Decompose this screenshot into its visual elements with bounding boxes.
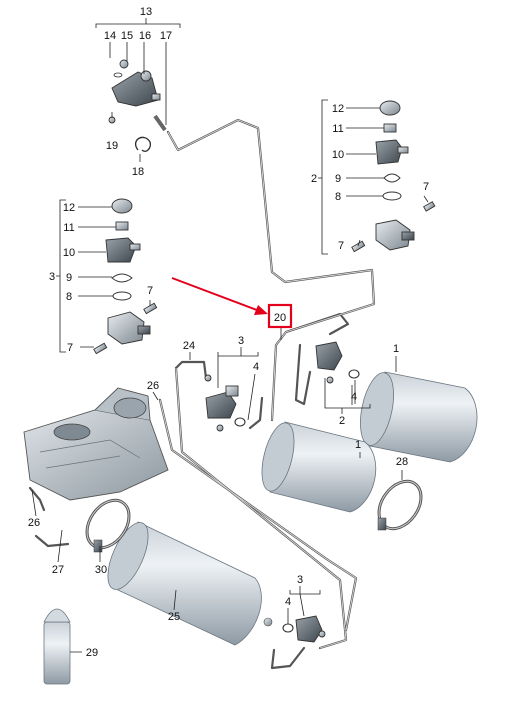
- callout-30: 30: [95, 564, 107, 576]
- callout-19: 19: [106, 140, 118, 152]
- callout-2-middle: 2: [339, 415, 345, 427]
- highlight-arrow: [171, 277, 268, 315]
- callout-17: 17: [160, 30, 172, 42]
- callout-20: 20: [274, 312, 286, 324]
- callout-15: 15: [121, 30, 133, 42]
- callout-3-left: 3: [49, 271, 55, 283]
- callout-16: 16: [139, 30, 151, 42]
- callout-1-lower: 1: [355, 439, 361, 451]
- callout-13: 13: [140, 6, 152, 18]
- callout-26-upper: 26: [147, 380, 159, 392]
- callout-27: 27: [52, 564, 64, 576]
- callout-4-middle: 4: [253, 361, 259, 373]
- callout-labels: 13 14 15 16 17 19 18 12 11 10 9 8 2 7 7 …: [28, 6, 429, 659]
- callout-3-bottom: 3: [297, 574, 303, 586]
- valve-3-right: [315, 341, 360, 384]
- callout-9-right: 9: [335, 173, 341, 185]
- callout-24: 24: [183, 340, 195, 352]
- callout-29: 29: [86, 647, 98, 659]
- gas-cylinder-front: [107, 521, 273, 646]
- callout-12-right: 12: [332, 103, 344, 115]
- cartridge-29: [43, 608, 71, 685]
- valve-3-bottom: [282, 615, 326, 643]
- callout-28: 28: [396, 456, 408, 468]
- fuel-tank: [23, 387, 169, 501]
- callout-2-right: 2: [311, 173, 317, 185]
- callout-7-right-a: 7: [423, 181, 429, 193]
- callout-4-right: 4: [351, 391, 357, 403]
- callout-7-left-b: 7: [67, 342, 73, 354]
- callout-11-left: 11: [63, 222, 74, 234]
- callout-26-lower: 26: [28, 517, 40, 529]
- callout-3-middle: 3: [238, 335, 244, 347]
- gas-cylinder-middle: [261, 421, 377, 513]
- callout-10-right: 10: [332, 149, 344, 161]
- callout-8-left: 8: [66, 291, 72, 303]
- callout-10-left: 10: [63, 247, 75, 259]
- leader-lines: [31, 18, 429, 653]
- highlight-box-part-20[interactable]: [267, 303, 293, 329]
- callout-7-left-a: 7: [147, 285, 153, 297]
- callout-14: 14: [104, 30, 116, 42]
- gas-pipes: [28, 118, 376, 670]
- tension-strap-30: [85, 498, 131, 553]
- pressure-regulator-top: [108, 59, 167, 152]
- callout-9-left: 9: [66, 272, 72, 284]
- callout-8-right: 8: [335, 191, 341, 203]
- callout-12-left: 12: [63, 202, 75, 214]
- gas-cylinder-rear-large: [360, 371, 478, 463]
- shutoff-valve-assembly-left: [93, 198, 158, 355]
- valve-3-middle: [204, 374, 246, 432]
- callout-7-right-b: 7: [338, 240, 344, 252]
- callout-1-upper: 1: [393, 343, 399, 355]
- tension-strap-28: [377, 479, 423, 531]
- shutoff-valve-assembly-right: [351, 100, 436, 253]
- callout-4-bottom: 4: [285, 596, 291, 608]
- callout-11-right: 11: [332, 123, 343, 135]
- callout-18: 18: [132, 166, 144, 178]
- callout-25: 25: [168, 611, 180, 623]
